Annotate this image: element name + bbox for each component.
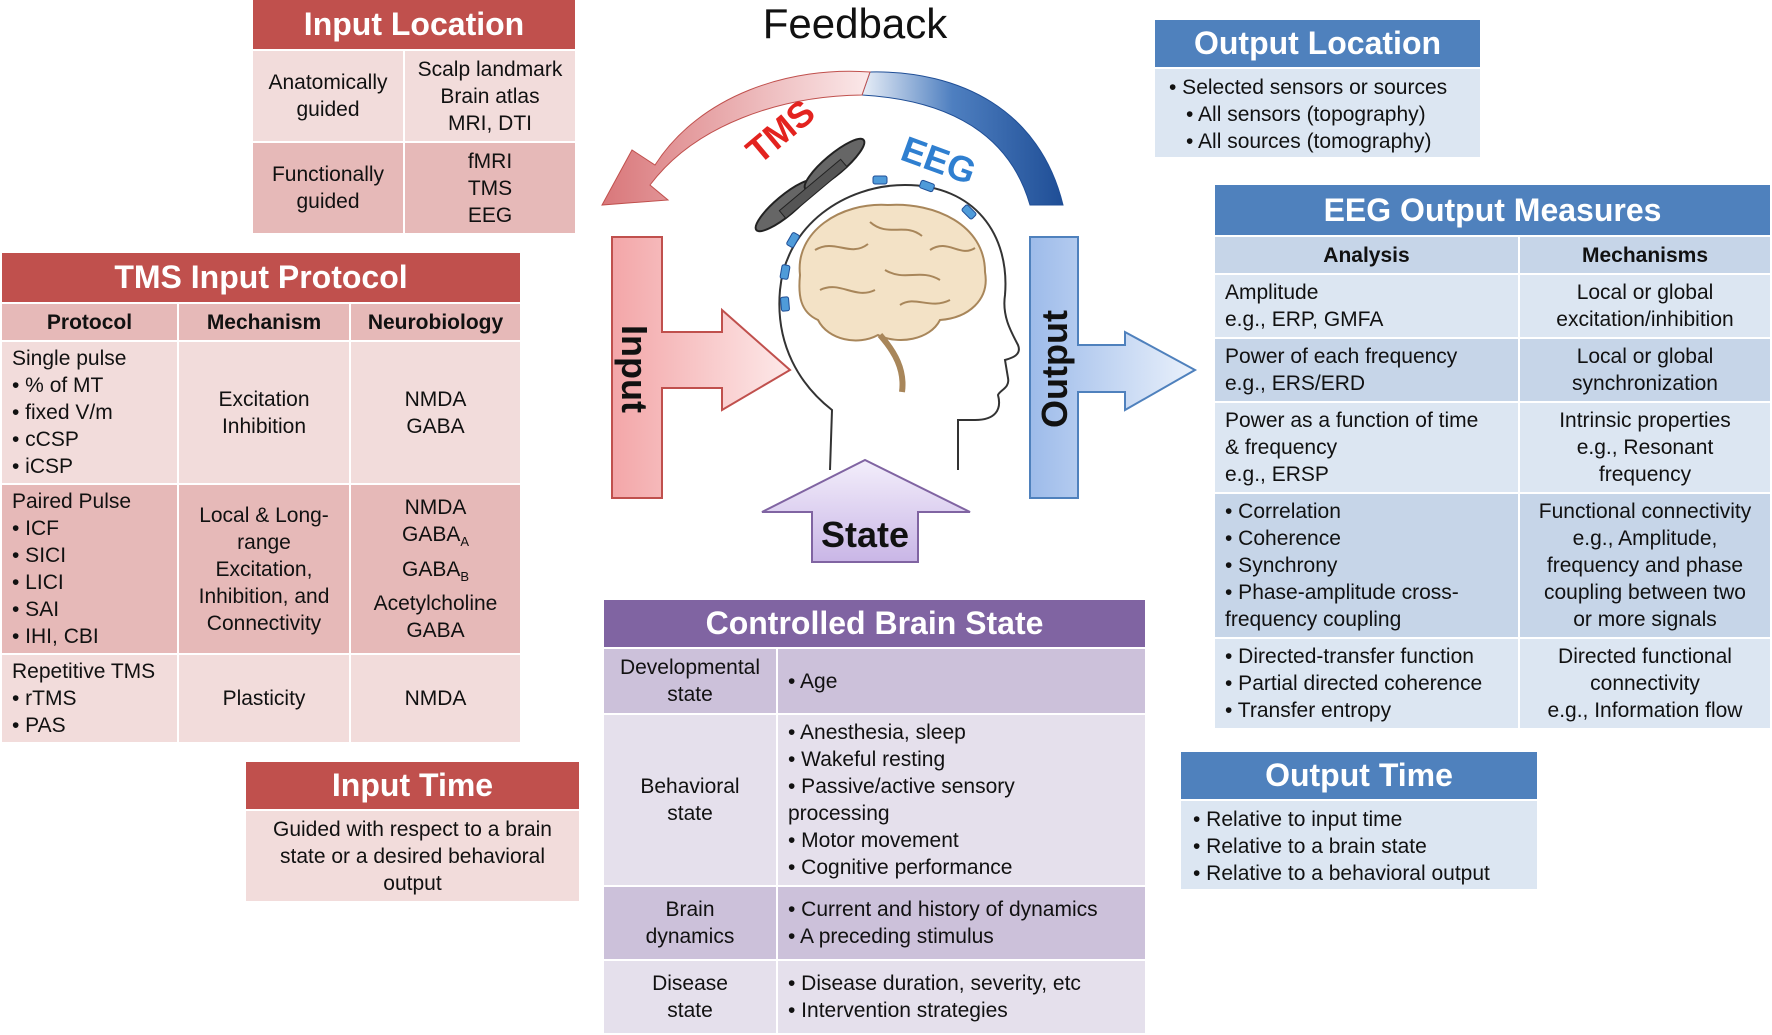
eeg-col-mechanisms: Mechanisms <box>1518 235 1772 275</box>
brain-state-behavioral-items: • Anesthesia, sleep • Wakeful resting • … <box>776 713 1147 887</box>
brain-state-dynamics-items: • Current and history of dynamics • A pr… <box>776 885 1147 961</box>
eeg-power-frequency: Power of each frequency e.g., ERS/ERD <box>1213 337 1520 403</box>
eeg-connectivity-mech: Functional connectivity e.g., Amplitude,… <box>1518 492 1772 639</box>
tms-protocol-header: TMS Input Protocol <box>2 253 520 302</box>
eeg-power-time-frequency: Power as a function of time & frequency … <box>1213 401 1520 494</box>
eeg-directed-mech: Directed functional connectivity e.g., I… <box>1518 637 1772 730</box>
eeg-output-header: EEG Output Measures <box>1215 185 1770 235</box>
eeg-power-frequency-mech: Local or global synchronization <box>1518 337 1772 403</box>
output-location-body: • Selected sensors or sources • All sens… <box>1155 69 1480 157</box>
input-location-header: Input Location <box>253 0 575 49</box>
brain-state-behavioral: Behavioral state <box>602 713 778 887</box>
input-location-anatomical-methods: Scalp landmark Brain atlas MRI, DTI <box>403 49 577 143</box>
output-label: Output <box>1034 310 1075 428</box>
feedback-arc-blue <box>861 71 1064 206</box>
state-arrow <box>761 458 971 563</box>
output-location-header: Output Location <box>1155 20 1480 67</box>
brain-state-disease: Disease state <box>602 959 778 1035</box>
eeg-amplitude-mech: Local or global excitation/inhibition <box>1518 273 1772 339</box>
center-diagram <box>601 70 1198 563</box>
tms-repetitive-neuro: NMDA <box>349 653 522 744</box>
output-arrow <box>1029 236 1198 499</box>
brain-state-disease-items: • Disease duration, severity, etc • Inte… <box>776 959 1147 1035</box>
tms-coil-icon <box>754 137 866 233</box>
input-location-functional: Functionally guided <box>251 141 405 235</box>
input-location-table: Anatomically guided Scalp landmark Brain… <box>251 49 577 235</box>
eeg-output-table: Analysis Mechanisms Amplitude e.g., ERP,… <box>1213 235 1772 730</box>
output-time-header: Output Time <box>1181 752 1537 799</box>
tms-col-mechanism: Mechanism <box>177 302 351 342</box>
brain-state-developmental: Developmental state <box>602 647 778 715</box>
tms-single-pulse: Single pulse • % of MT • fixed V/m • cCS… <box>0 340 179 485</box>
input-location-functional-methods: fMRI TMS EEG <box>403 141 577 235</box>
tms-single-mechanism: Excitation Inhibition <box>177 340 351 485</box>
brain-state-header: Controlled Brain State <box>604 600 1145 647</box>
tms-col-protocol: Protocol <box>0 302 179 342</box>
tms-col-neurobiology: Neurobiology <box>349 302 522 342</box>
tms-repetitive-mechanism: Plasticity <box>177 653 351 744</box>
input-arrow <box>611 236 792 499</box>
tms-paired-neuro: NMDA GABAA GABAB Acetylcholine GABA <box>349 483 522 655</box>
eeg-power-time-frequency-mech: Intrinsic properties e.g., Resonant freq… <box>1518 401 1772 494</box>
feedback-arc-red <box>601 70 871 206</box>
tms-paired-pulse: Paired Pulse • ICF • SICI • LICI • SAI •… <box>0 483 179 655</box>
input-label: Input <box>614 325 655 413</box>
tms-repetitive: Repetitive TMS • rTMS • PAS <box>0 653 179 744</box>
output-time-body: • Relative to input time • Relative to a… <box>1181 801 1537 889</box>
input-time-header: Input Time <box>246 762 579 809</box>
brain-state-dynamics: Brain dynamics <box>602 885 778 961</box>
brain-state-developmental-items: • Age <box>776 647 1147 715</box>
tms-single-neuro: NMDA GABA <box>349 340 522 485</box>
input-time-body: Guided with respect to a brain state or … <box>246 811 579 901</box>
brain-state-table: Developmental state • Age Behavioral sta… <box>602 647 1147 1035</box>
eeg-directed: • Directed-transfer function • Partial d… <box>1213 637 1520 730</box>
head-outline <box>778 183 1020 471</box>
eeg-connectivity: • Correlation • Coherence • Synchrony • … <box>1213 492 1520 639</box>
feedback-title: Feedback <box>762 0 948 47</box>
eeg-amplitude: Amplitude e.g., ERP, GMFA <box>1213 273 1520 339</box>
input-location-anatomical: Anatomically guided <box>251 49 405 143</box>
tms-protocol-table: Protocol Mechanism Neurobiology Single p… <box>0 302 522 744</box>
state-label: State <box>820 514 910 555</box>
eeg-electrodes <box>779 175 977 312</box>
eeg-col-analysis: Analysis <box>1213 235 1520 275</box>
tms-paired-mechanism: Local & Long- range Excitation, Inhibiti… <box>177 483 351 655</box>
